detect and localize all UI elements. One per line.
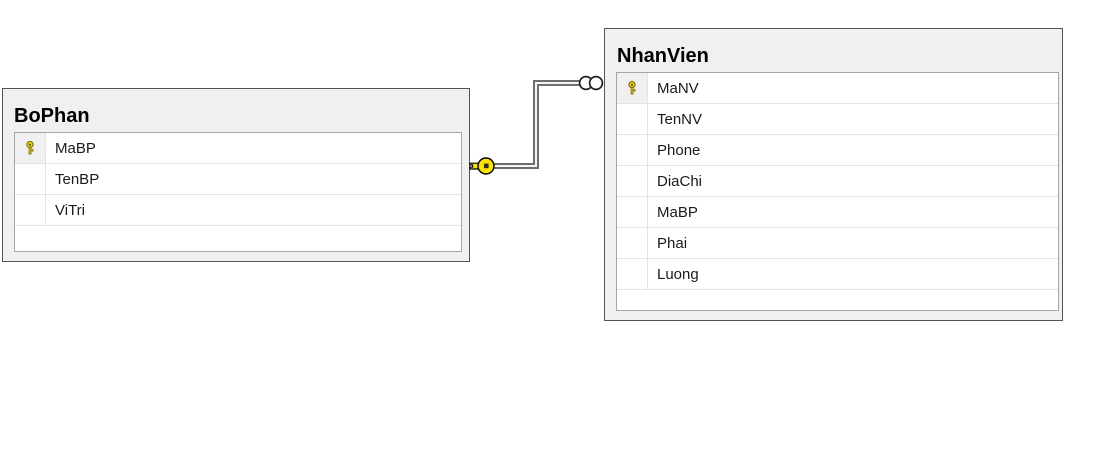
primary-key-cell xyxy=(617,290,648,310)
table-bophan-title: BoPhan xyxy=(14,105,90,127)
primary-key-cell xyxy=(617,197,648,227)
table-row[interactable]: Phai xyxy=(617,228,1058,259)
key-icon xyxy=(26,141,34,155)
key-icon xyxy=(628,81,636,95)
field-name: ViTri xyxy=(55,201,85,219)
primary-key-cell xyxy=(15,226,46,251)
field-name: MaNV xyxy=(657,79,699,97)
table-row-new[interactable] xyxy=(15,226,461,251)
field-name: MaBP xyxy=(657,203,698,221)
table-row[interactable]: Luong xyxy=(617,259,1058,290)
primary-key-cell xyxy=(617,104,648,134)
field-name: TenBP xyxy=(55,170,100,188)
table-row[interactable]: MaNV xyxy=(617,73,1058,104)
field-name: Luong xyxy=(657,265,699,283)
table-row[interactable]: ViTri xyxy=(15,195,461,226)
field-name: DiaChi xyxy=(657,172,703,190)
primary-key-cell xyxy=(617,228,648,258)
primary-key-cell xyxy=(617,166,648,196)
table-bophan[interactable]: BoPhan MaBP TenBP ViTri xyxy=(2,88,470,262)
table-row[interactable]: TenBP xyxy=(15,164,461,195)
table-row[interactable]: DiaChi xyxy=(617,166,1058,197)
primary-key-cell xyxy=(617,73,648,103)
primary-key-cell xyxy=(15,195,46,225)
table-nhanvien[interactable]: NhanVien MaNV TenNV Phone DiaChi xyxy=(604,28,1063,321)
field-name: Phone xyxy=(657,141,701,159)
relationship-key-icon xyxy=(469,157,495,175)
primary-key-cell xyxy=(15,133,46,163)
primary-key-cell xyxy=(15,164,46,194)
table-row-new[interactable] xyxy=(617,290,1058,310)
table-row[interactable]: Phone xyxy=(617,135,1058,166)
field-name: MaBP xyxy=(55,139,96,157)
table-row[interactable]: MaBP xyxy=(617,197,1058,228)
table-row[interactable]: MaBP xyxy=(15,133,461,164)
relationship-infinity-icon xyxy=(578,75,604,91)
table-nhanvien-field-grid[interactable]: MaNV TenNV Phone DiaChi MaBP Phai Luong xyxy=(616,72,1059,311)
table-bophan-field-grid[interactable]: MaBP TenBP ViTri xyxy=(14,132,462,252)
field-name: Phai xyxy=(657,234,688,252)
table-row[interactable]: TenNV xyxy=(617,104,1058,135)
primary-key-cell xyxy=(617,135,648,165)
primary-key-cell xyxy=(617,259,648,289)
field-name: TenNV xyxy=(657,110,703,128)
table-nhanvien-title: NhanVien xyxy=(617,45,709,67)
